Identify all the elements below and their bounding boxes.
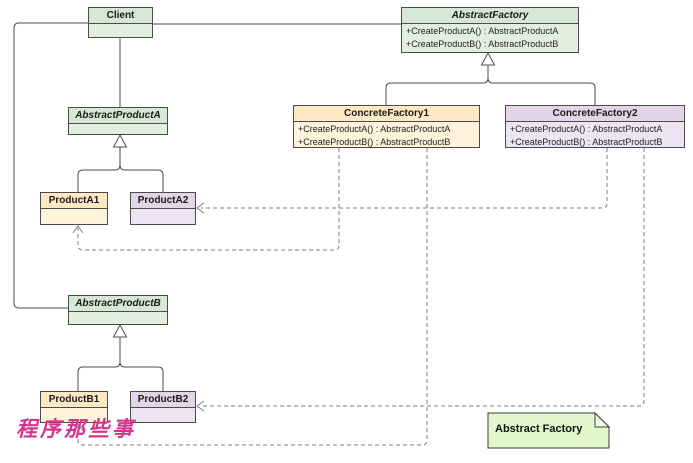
class-concretefactory2-body: +CreateProductA() : AbstractProductA +Cr… [506, 122, 684, 147]
class-abstractfactory: AbstractFactory +CreateProductA() : Abst… [401, 7, 579, 53]
class-productb1-body [41, 408, 107, 422]
open-arrow-productb1 [72, 423, 84, 432]
class-abstractproductb-title: AbstractProductB [69, 296, 167, 312]
class-producta1-title: ProductA1 [41, 193, 107, 209]
open-arrow-productb2 [196, 400, 205, 412]
class-productb2-title: ProductB2 [131, 392, 195, 408]
class-abstractproductb-body [69, 312, 167, 324]
class-producta1-body [41, 209, 107, 224]
class-concretefactory2-title: ConcreteFactory2 [506, 106, 684, 122]
edge-producta2-abstractproducta [119, 164, 164, 192]
edge-concretefactory1-producta1 [77, 148, 340, 251]
class-producta1: ProductA1 [40, 192, 108, 225]
class-producta2-body [131, 209, 195, 224]
edge-concretefactory1-productb1 [77, 148, 428, 446]
edge-concretefactory1-abstractfactory [385, 77, 489, 105]
open-arrow-producta1 [72, 225, 84, 234]
class-producta2-title: ProductA2 [131, 193, 195, 209]
class-abstractproducta-title: AbstractProductA [69, 108, 167, 124]
class-client-title: Client [89, 8, 152, 24]
method-createproductb: +CreateProductB() : AbstractProductB [510, 137, 663, 147]
edge-client-abstractproductb [13, 22, 88, 309]
method-createproducta: +CreateProductA() : AbstractProductA [406, 26, 559, 36]
class-concretefactory1: ConcreteFactory1 +CreateProductA() : Abs… [293, 105, 480, 148]
class-producta2: ProductA2 [130, 192, 196, 225]
class-concretefactory2: ConcreteFactory2 +CreateProductA() : Abs… [505, 105, 685, 148]
class-concretefactory1-body: +CreateProductA() : AbstractProductA +Cr… [294, 122, 479, 147]
class-abstractfactory-body: +CreateProductA() : AbstractProductA +Cr… [402, 24, 578, 52]
generalization-triangle-abstractfactory [480, 51, 496, 66]
edge-concretefactory2-productb2 [201, 148, 645, 407]
open-arrow-producta2 [196, 202, 205, 214]
edge-concretefactory2-producta2 [201, 148, 608, 209]
method-createproducta: +CreateProductA() : AbstractProductA [298, 124, 451, 134]
class-abstractproducta: AbstractProductA [68, 107, 168, 135]
class-concretefactory1-title: ConcreteFactory1 [294, 106, 479, 122]
edge-producta1-abstractproducta [77, 164, 121, 192]
note-label: Abstract Factory [495, 423, 583, 435]
class-productb2-body [131, 408, 195, 422]
edge-productb2-abstractproductb [119, 361, 164, 391]
note-fold-icon [594, 411, 611, 428]
method-createproductb: +CreateProductB() : AbstractProductB [298, 137, 451, 147]
edge-concretefactory2-abstractfactory [487, 77, 596, 105]
class-abstractfactory-title: AbstractFactory [402, 8, 578, 24]
note-shape [487, 412, 610, 449]
class-abstractproductb: AbstractProductB [68, 295, 168, 325]
watermark-text: 程序那些事 [16, 417, 136, 441]
class-abstractproducta-body [69, 124, 167, 134]
class-client: Client [88, 7, 153, 38]
edge-productb1-abstractproductb [77, 361, 121, 391]
generalization-triangle-abstractproductb [112, 323, 128, 338]
class-productb1: ProductB1 [40, 391, 108, 423]
class-productb2: ProductB2 [130, 391, 196, 423]
class-productb1-title: ProductB1 [41, 392, 107, 408]
class-client-body [89, 24, 152, 37]
generalization-triangle-abstractproducta [112, 133, 128, 148]
method-createproducta: +CreateProductA() : AbstractProductA [510, 124, 663, 134]
method-createproductb: +CreateProductB() : AbstractProductB [406, 39, 559, 49]
